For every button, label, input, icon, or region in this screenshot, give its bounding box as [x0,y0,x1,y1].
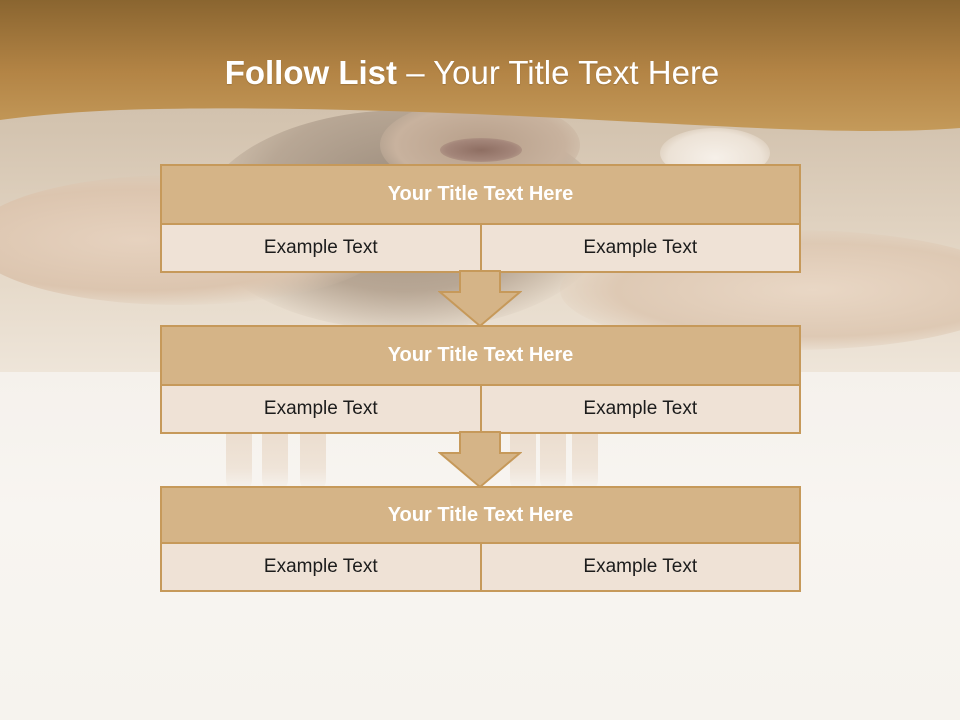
block-cell-left: Example Text [263,237,378,258]
block-row: Example Text Example Text [162,386,799,432]
page-title: Follow List – Your Title Text Here [0,54,944,92]
block-cell-right: Example Text [479,544,800,590]
block-row: Example Text Example Text [162,544,799,590]
block-title: Your Title Text Here [162,166,799,225]
page-title-rest: – Your Title Text Here [397,54,720,91]
block-cell-left: Example Text [263,556,378,577]
follow-list-block: Your Title Text Here Example Text Exampl… [160,486,801,592]
page-title-bold: Follow List [224,54,398,91]
header-band [0,0,960,131]
block-cell-right: Example Text [479,386,800,432]
block-cell-left: Example Text [263,398,378,419]
follow-list-block: Your Title Text Here Example Text Exampl… [160,164,801,273]
down-arrow-icon [438,270,522,328]
follow-list-block: Your Title Text Here Example Text Exampl… [160,325,801,434]
block-cell-right: Example Text [479,225,800,271]
block-title: Your Title Text Here [162,327,799,386]
block-title: Your Title Text Here [162,488,799,544]
down-arrow-icon [438,431,522,489]
block-row: Example Text Example Text [162,225,799,271]
photo-lips [440,138,522,162]
